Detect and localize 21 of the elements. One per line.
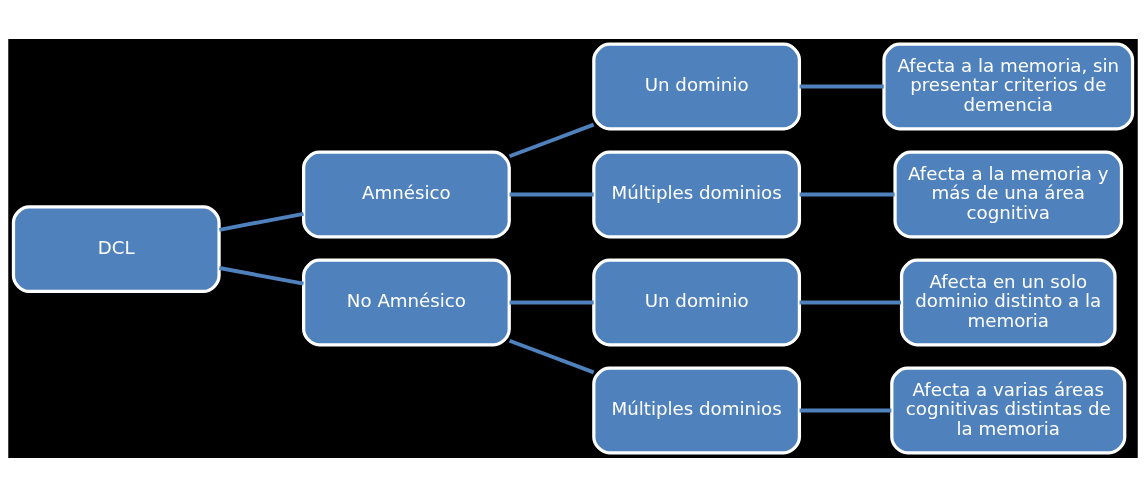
node-box: Afecta a la memoria y más de una área cognitiva	[893, 150, 1124, 238]
connector	[799, 300, 902, 304]
connector	[799, 192, 895, 196]
connector	[509, 300, 594, 304]
node-box: Un dominio	[592, 258, 802, 346]
node-box: DCL	[11, 204, 221, 293]
connector	[219, 211, 304, 232]
connector	[799, 84, 884, 88]
node-box: Afecta en un solo dominio distinto a la memoria	[899, 258, 1117, 346]
node-box: Afecta a varias áreas cognitivas distintas de la memoria	[890, 366, 1127, 454]
connector	[219, 265, 304, 286]
node-box: Un dominio	[592, 42, 802, 130]
node-box: Afecta a la memoria, sin presentar criterios de demencia	[882, 42, 1135, 130]
connector	[799, 408, 892, 412]
node-box: Amnésico	[302, 150, 511, 238]
node-box: No Amnésico	[302, 258, 511, 346]
connector	[508, 338, 595, 374]
node-box: Múltiples dominios	[592, 366, 802, 454]
connector	[509, 192, 594, 196]
connector	[508, 122, 595, 158]
node-box: Múltiples dominios	[592, 150, 802, 238]
